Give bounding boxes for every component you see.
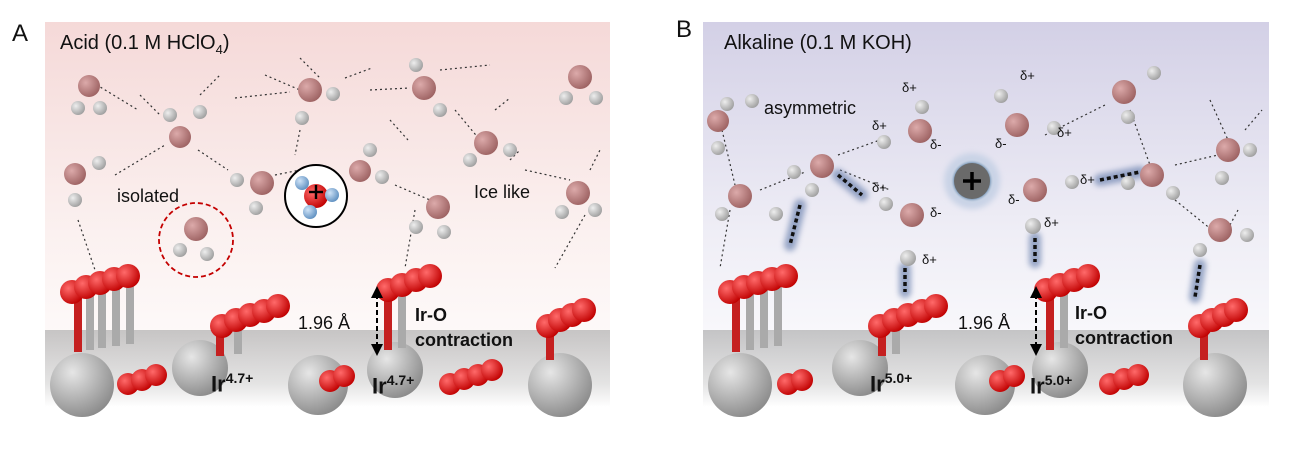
panel-b-strong-hbonds bbox=[784, 166, 1206, 303]
isolated-label: isolated bbox=[117, 186, 180, 206]
panel-b-letter: B bbox=[676, 16, 693, 43]
hydronium-cation bbox=[284, 164, 348, 228]
panel-a-condition-prefix: Acid (0.1 M HClO bbox=[60, 32, 216, 54]
panel-a-condition-subscript: 4 bbox=[215, 42, 223, 57]
delta-minus-label: δ- bbox=[1008, 192, 1020, 207]
panel-b-ir-right-sup: 5.0+ bbox=[1044, 372, 1073, 388]
delta-plus-label: δ+ bbox=[902, 80, 917, 95]
panel-a-distance-arrow bbox=[371, 286, 383, 356]
panel-b-water-molecules bbox=[707, 66, 1257, 266]
panel-a-ir-right-sup: 4.7+ bbox=[386, 372, 415, 388]
potassium-cation bbox=[944, 153, 1000, 209]
delta-minus-label: δ- bbox=[930, 205, 942, 220]
panel-a-contraction-line2: contraction bbox=[415, 330, 514, 350]
panel-b-distance-arrow bbox=[1030, 286, 1042, 356]
panel-b-contraction-line2: contraction bbox=[1075, 328, 1174, 348]
panel-a-contraction-line1: Ir-O bbox=[415, 305, 448, 325]
delta-plus-label: δ+ bbox=[1057, 125, 1072, 140]
panel-a-letter: A bbox=[12, 20, 29, 47]
delta-plus-label: δ+ bbox=[872, 118, 887, 133]
delta-plus-label: δ+ bbox=[1020, 68, 1035, 83]
panel-b-ir-right: Ir5.0+ bbox=[1030, 372, 1072, 399]
panel-a-iro2-surface bbox=[45, 264, 610, 417]
panel-b-contraction-line1: Ir-O bbox=[1075, 303, 1108, 323]
panel-b-ir-left-sup: 5.0+ bbox=[884, 370, 913, 386]
panel-a-ir-left: Ir4.7+ bbox=[211, 370, 253, 397]
panel-b-ir-left-base: Ir bbox=[870, 371, 885, 397]
isolated-water-molecule bbox=[158, 202, 234, 278]
panel-a-water-molecules bbox=[64, 58, 603, 239]
panel-a-distance-label: 1.96 Å bbox=[298, 313, 351, 333]
asymmetric-label: asymmetric bbox=[764, 98, 857, 118]
panel-a-condition-suffix: ) bbox=[222, 32, 230, 54]
panel-a-ir-right: Ir4.7+ bbox=[372, 372, 414, 399]
delta-minus-label: δ- bbox=[995, 136, 1007, 151]
delta-minus-label: δ- bbox=[930, 137, 942, 152]
panel-a-ir-left-sup: 4.7+ bbox=[225, 370, 254, 386]
panel-b-distance-label: 1.96 Å bbox=[958, 313, 1011, 333]
panel-b-iro2-surface bbox=[703, 264, 1269, 417]
panel-a-condition: Acid (0.1 M HClO4) bbox=[60, 32, 230, 57]
panel-b-ir-right-base: Ir bbox=[1030, 373, 1045, 399]
panel-a-ir-left-base: Ir bbox=[211, 371, 226, 397]
icelike-label: Ice like bbox=[474, 182, 531, 202]
delta-plus-label: δ+ bbox=[922, 252, 937, 267]
panel-b-ir-left: Ir5.0+ bbox=[870, 370, 912, 397]
delta-plus-label: δ+ bbox=[872, 180, 887, 195]
panel-a-hbond-lines bbox=[77, 57, 601, 271]
panel-a-ir-right-base: Ir bbox=[372, 373, 387, 399]
panel-b-condition: Alkaline (0.1 M KOH) bbox=[724, 32, 912, 54]
delta-plus-label: δ+ bbox=[1080, 172, 1095, 187]
delta-plus-label: δ+ bbox=[1044, 215, 1059, 230]
